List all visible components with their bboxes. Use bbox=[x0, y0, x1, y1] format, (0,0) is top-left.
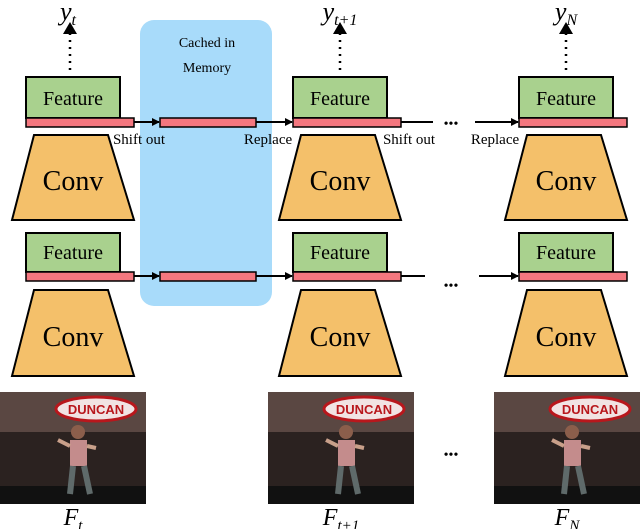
conv-label: Conv bbox=[43, 166, 104, 197]
conv-block bbox=[503, 289, 629, 377]
feature-stripe bbox=[25, 117, 135, 128]
conv-block bbox=[10, 289, 136, 377]
feature-block bbox=[518, 232, 614, 273]
replace-label: Replace bbox=[471, 132, 520, 148]
column-n: yN Feature Conv Feature Conv DUNCAN FN bbox=[494, 0, 640, 529]
conv-label: Conv bbox=[536, 166, 597, 197]
feature-stripe bbox=[25, 271, 135, 282]
output-label-n: yN bbox=[552, 0, 579, 29]
output-label-t: yt bbox=[57, 0, 77, 29]
column-t-plus-1: yt+1 Feature Conv Feature Conv DUNCAN Ft… bbox=[268, 0, 414, 529]
shift-out-label: Shift out bbox=[383, 132, 436, 148]
conv-label: Conv bbox=[43, 322, 104, 353]
memory-cache-region bbox=[140, 20, 272, 306]
feature-block bbox=[25, 76, 121, 119]
feature-label: Feature bbox=[310, 88, 370, 110]
shift-out-label: Shift out bbox=[113, 132, 166, 148]
frame-ellipsis: ••• bbox=[444, 448, 459, 463]
feature-stripe bbox=[292, 117, 402, 128]
video-frame: DUNCAN bbox=[0, 392, 146, 504]
feature-block bbox=[25, 232, 121, 273]
memory-label-line2: Memory bbox=[183, 61, 231, 76]
conv-block bbox=[503, 134, 629, 221]
frame-label-t: Ft bbox=[63, 505, 84, 529]
conv-block bbox=[277, 289, 403, 377]
feature-stripe bbox=[518, 117, 628, 128]
svg-text:DUNCAN: DUNCAN bbox=[336, 402, 392, 417]
conv-block bbox=[10, 134, 136, 221]
frame-label-t-plus-1: Ft+1 bbox=[322, 505, 359, 529]
ellipsis: ••• bbox=[444, 117, 459, 132]
replace-label: Replace bbox=[244, 132, 293, 148]
feature-block bbox=[518, 76, 614, 119]
feature-stripe bbox=[292, 271, 402, 282]
memory-label-line1: Cached in bbox=[179, 36, 235, 51]
feature-label: Feature bbox=[310, 242, 370, 264]
output-arrowhead bbox=[559, 22, 573, 34]
output-arrowhead bbox=[333, 22, 347, 34]
cached-feature-bar-bottom bbox=[159, 271, 257, 282]
svg-text:DUNCAN: DUNCAN bbox=[68, 402, 124, 417]
feature-label: Feature bbox=[536, 242, 596, 264]
frame-label-n: FN bbox=[554, 505, 581, 529]
conv-label: Conv bbox=[310, 322, 371, 353]
video-frame: DUNCAN bbox=[268, 392, 414, 504]
conv-label: Conv bbox=[310, 166, 371, 197]
feature-stripe bbox=[518, 271, 628, 282]
conv-block bbox=[277, 134, 403, 221]
ellipsis: ••• bbox=[444, 279, 459, 294]
feature-block bbox=[292, 76, 388, 119]
cached-feature-bar-top bbox=[159, 117, 257, 128]
feature-label: Feature bbox=[536, 88, 596, 110]
column-t: yt Feature Conv Feature Conv DUNCAN Ft bbox=[0, 0, 146, 529]
output-arrowhead bbox=[63, 22, 77, 34]
feature-label: Feature bbox=[43, 88, 103, 110]
video-frame: DUNCAN bbox=[494, 392, 640, 504]
svg-text:DUNCAN: DUNCAN bbox=[562, 402, 618, 417]
conv-label: Conv bbox=[536, 322, 597, 353]
feature-label: Feature bbox=[43, 242, 103, 264]
